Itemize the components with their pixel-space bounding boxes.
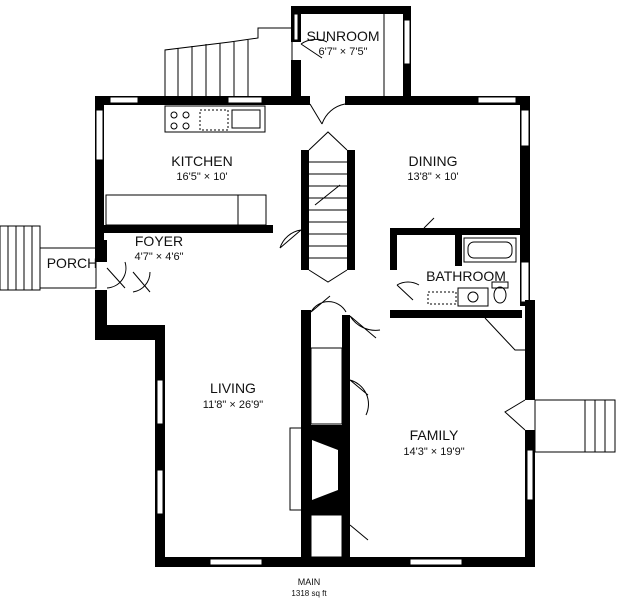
family-walls [349, 300, 616, 567]
sunroom-name: SUNROOM [306, 28, 379, 44]
living-walls [155, 295, 535, 567]
top-exterior-wall [95, 96, 530, 125]
family-name: FAMILY [410, 427, 459, 443]
dining-dims: 13'8" × 10' [407, 171, 458, 183]
living-dims: 11'8" × 26'9" [203, 399, 264, 411]
dining-walls [520, 96, 530, 306]
kitchen-dims: 16'5" × 10' [176, 171, 227, 183]
foyer-name: FOYER [135, 233, 183, 249]
foyer-dims: 4'7" × 4'6" [134, 251, 183, 263]
kitchen-name: KITCHEN [171, 153, 232, 169]
bathroom-walls [390, 217, 522, 318]
exterior-stairs-top [164, 27, 293, 98]
interior-stairs [279, 131, 355, 283]
porch-name: PORCH [47, 255, 98, 271]
dining-name: DINING [409, 153, 458, 169]
porch-steps [0, 225, 97, 291]
kitchen-walls [95, 96, 273, 246]
floor-area: 1318 sq ft [291, 589, 327, 598]
bathroom-name: BATHROOM [426, 268, 506, 284]
family-dims: 14'3" × 19'9" [403, 446, 464, 458]
floor-name: MAIN [298, 577, 321, 587]
sunroom-walls [291, 6, 411, 102]
living-name: LIVING [210, 380, 256, 396]
sunroom-dims: 6'7" × 7'5" [318, 46, 367, 58]
foyer-walls [95, 240, 165, 340]
